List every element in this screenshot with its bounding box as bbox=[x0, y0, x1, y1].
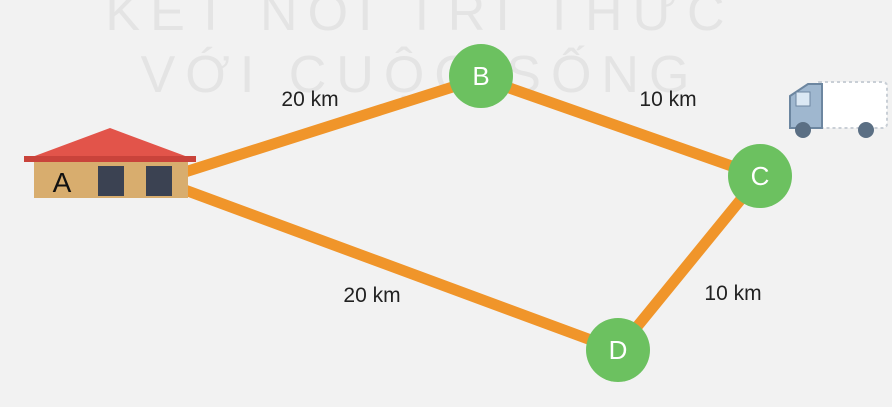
node-c-label: C bbox=[751, 161, 770, 191]
node-b: B bbox=[449, 44, 513, 108]
distance-b-c: 10 km bbox=[639, 88, 696, 111]
node-d: D bbox=[586, 318, 650, 382]
node-b-label: B bbox=[472, 61, 489, 91]
node-c: C bbox=[728, 144, 792, 208]
window-icon bbox=[98, 166, 124, 196]
distance-a-d: 20 km bbox=[343, 284, 400, 307]
node-d-label: D bbox=[609, 335, 628, 365]
road-d-c bbox=[612, 170, 766, 356]
road-b-c bbox=[475, 72, 766, 182]
node-a-label: A bbox=[53, 167, 72, 198]
window-icon bbox=[146, 166, 172, 196]
truck-icon bbox=[789, 81, 888, 138]
distance-d-c: 10 km bbox=[704, 282, 761, 305]
distance-a-b: 20 km bbox=[281, 88, 338, 111]
road-a-b bbox=[179, 72, 487, 178]
road-a-d bbox=[179, 184, 624, 356]
house-icon: A bbox=[24, 128, 196, 198]
watermark-line-1: KẾT NỐI TRI THỨC bbox=[105, 0, 734, 42]
